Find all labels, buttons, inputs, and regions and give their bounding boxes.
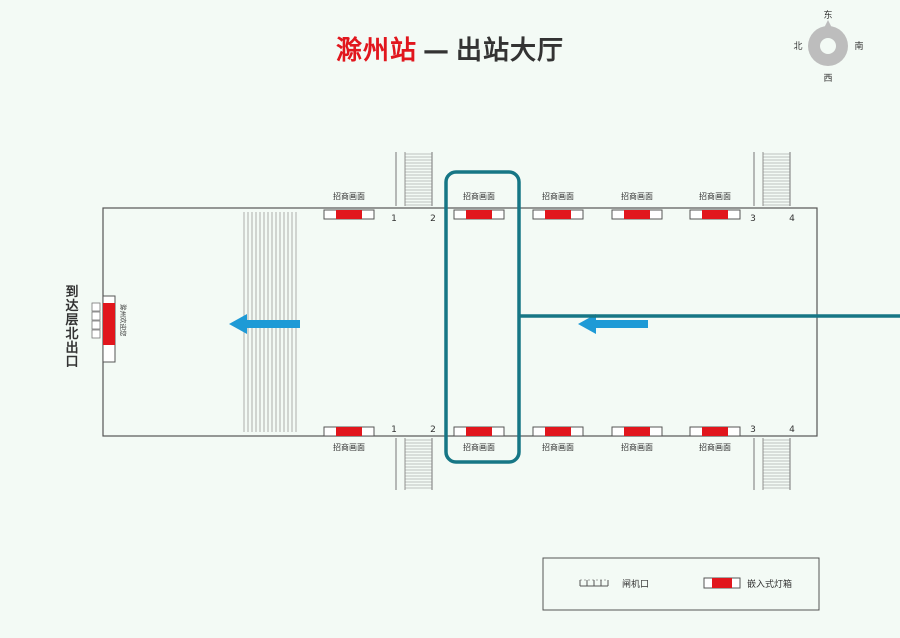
gate-legend-label: 闸机口 — [622, 578, 649, 590]
exit-label-char: 层 — [65, 313, 78, 328]
flow-arrow-left — [229, 314, 300, 334]
staircase-3-4-top — [753, 152, 791, 206]
legend: 闸机口 嵌入式灯箱 — [542, 557, 820, 611]
exit-label-char: 到 — [65, 285, 78, 300]
flow-arrow-right — [578, 314, 648, 334]
exit-label: 到 达 层 北 出 口 — [65, 285, 78, 370]
ad-label-bottom: 招商画面 — [333, 442, 365, 452]
legend-frame — [542, 557, 820, 611]
ad-label-top: 招商画面 — [333, 191, 365, 201]
flow-arrow-left-head — [229, 314, 247, 334]
exit-label-char: 北 — [65, 327, 78, 342]
gate-number-bottom-4: 4 — [789, 425, 795, 435]
lightbox-bottom-4 — [611, 426, 663, 437]
station-name: 滁州站 — [335, 36, 417, 66]
gate-number-bottom-2: 2 — [430, 425, 436, 435]
compass-south-label: 南 — [854, 40, 863, 52]
exit-gate-block — [91, 302, 101, 312]
compass-center — [820, 38, 836, 54]
exit-sign-label: 滁州欢迎您 — [119, 304, 128, 337]
ad-label-top: 招商画面 — [463, 191, 495, 201]
exit-gate-block — [91, 311, 101, 321]
staircase-3-4-bottom — [753, 438, 791, 490]
ad-label-bottom: 招商画面 — [699, 442, 731, 452]
lightbox-legend-icon — [703, 577, 741, 589]
lightbox-top-3 — [532, 209, 584, 220]
exit-label-char: 出 — [65, 340, 78, 356]
lightbox-bottom-5 — [689, 426, 741, 437]
gate-number-bottom-1: 1 — [391, 425, 397, 435]
lightbox-bottom-3 — [532, 426, 584, 437]
exit-sign: 滁州欢迎您 — [91, 295, 128, 363]
lightbox-top-2 — [453, 209, 505, 220]
ad-label-bottom: 招商画面 — [463, 442, 495, 452]
compass-west-label: 西 — [823, 73, 832, 84]
compass: 东 西 北 南 — [793, 9, 863, 84]
staircases — [395, 152, 791, 490]
compass-east-label: 东 — [823, 9, 832, 21]
hall-name: 出站大厅 — [456, 36, 565, 66]
gate-number-top-4: 4 — [789, 214, 795, 224]
ad-label-bottom: 招商画面 — [542, 442, 574, 452]
staircase-1-2-top — [395, 152, 433, 206]
compass-arrow-top — [823, 20, 833, 30]
flow-arrow-right-head — [578, 314, 596, 334]
ad-label-top: 招商画面 — [621, 191, 653, 201]
ad-label-top: 招商画面 — [699, 191, 731, 201]
gate-legend-icon — [579, 579, 609, 587]
exit-gate-block — [91, 329, 101, 339]
lightbox-top-4 — [611, 209, 663, 220]
gate-number-bottom-3: 3 — [750, 425, 756, 435]
gate-number-top-3: 3 — [750, 214, 756, 224]
ad-label-bottom: 招商画面 — [621, 442, 653, 452]
exit-gate-block — [91, 320, 101, 330]
lightbox-bottom-1 — [323, 426, 375, 437]
gate-numbers: 1 2 3 4 1 2 3 4 — [391, 214, 795, 435]
ad-label-top: 招商画面 — [542, 191, 574, 201]
lightbox-legend-label: 嵌入式灯箱 — [747, 578, 792, 590]
title-separator: — — [423, 36, 450, 66]
exit-label-char: 口 — [65, 355, 78, 370]
staircase-1-2-bottom — [395, 438, 433, 490]
gate-number-top-2: 2 — [430, 214, 436, 224]
hall-outline — [102, 207, 818, 437]
lightbox-top-1 — [323, 209, 375, 220]
exit-sign-red-panel — [103, 303, 115, 345]
compass-north-label: 北 — [793, 41, 802, 52]
flow-arrow-left-shaft — [244, 320, 300, 328]
exit-label-char: 达 — [65, 298, 78, 314]
lightbox-bottom-2 — [453, 426, 505, 437]
flow-arrow-right-shaft — [594, 320, 648, 328]
lightbox-top-5 — [689, 209, 741, 220]
page-title: 滁州站—出站大厅 — [0, 30, 900, 67]
gate-number-top-1: 1 — [391, 214, 397, 224]
